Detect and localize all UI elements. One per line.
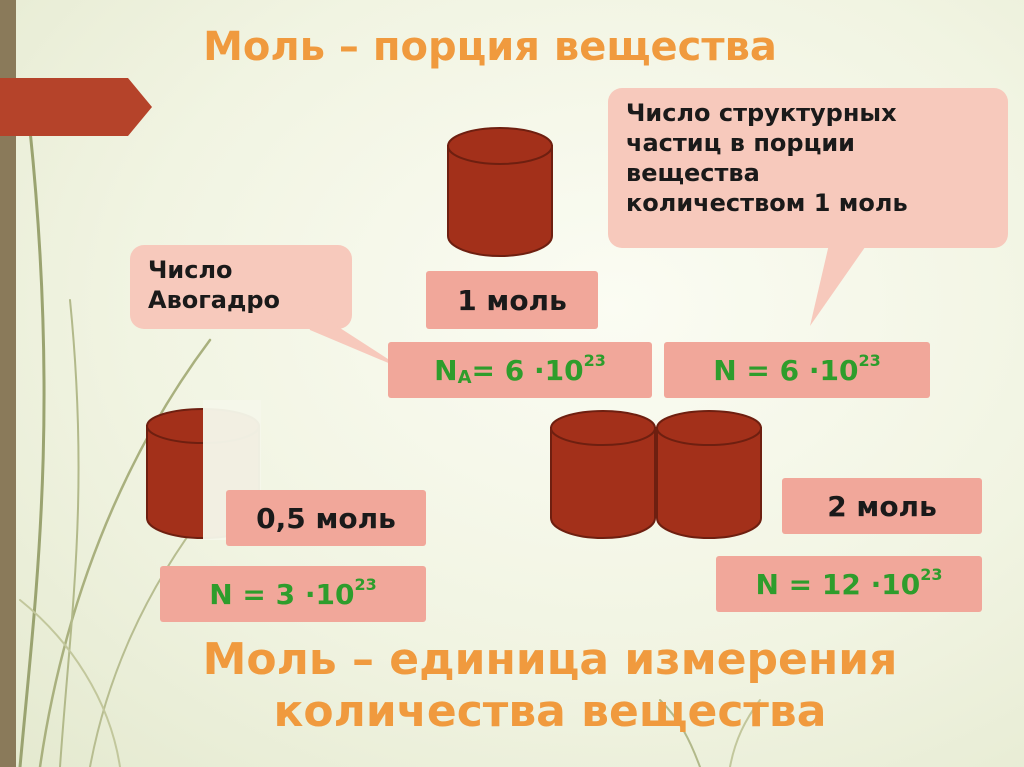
cylinder-two-mole-right-icon bbox=[656, 410, 762, 539]
formula-exponent: 23 bbox=[583, 350, 606, 370]
formula-exponent: 23 bbox=[354, 574, 377, 594]
callout-line: частиц в порции bbox=[626, 129, 855, 157]
callout-line: количеством 1 моль bbox=[626, 189, 908, 217]
label-half-mole: 0,5 моль bbox=[226, 490, 426, 546]
cylinder-two-mole-left-icon bbox=[550, 410, 656, 539]
label-one-mole: 1 моль bbox=[426, 271, 598, 329]
callout-avogadro: Число Авогадро bbox=[130, 245, 352, 329]
formula-text: N = 12 ·10 bbox=[755, 567, 921, 601]
formula-subscript: A bbox=[457, 366, 472, 388]
arrow-tab-accent bbox=[0, 78, 152, 136]
callout-line: Число bbox=[148, 256, 233, 284]
footer-line: Моль – единица измерения bbox=[202, 634, 898, 685]
formula-text: N = 3 ·10 bbox=[209, 577, 355, 611]
callout-line: Число структурных bbox=[626, 99, 897, 127]
left-accent-bar bbox=[0, 0, 16, 767]
formula-text: = 6 ·10 bbox=[471, 353, 584, 387]
footer-title: Моль – единица измерения количества веще… bbox=[160, 634, 940, 738]
page-title: Моль – порция вещества bbox=[203, 24, 777, 70]
callout-pointer bbox=[810, 240, 870, 326]
formula-exponent: 23 bbox=[858, 350, 881, 370]
label-text: 2 моль bbox=[827, 489, 937, 523]
callout-line: вещества bbox=[626, 159, 760, 187]
footer-line: количества вещества bbox=[273, 686, 827, 737]
formula-exponent: 23 bbox=[920, 564, 943, 584]
callout-line: Авогадро bbox=[148, 286, 281, 314]
label-text: 0,5 моль bbox=[256, 501, 396, 535]
label-two-mole: 2 моль bbox=[782, 478, 982, 534]
label-text: 1 моль bbox=[457, 283, 567, 317]
formula-text: N = 6 ·10 bbox=[713, 353, 859, 387]
callout-particles-definition: Число структурных частиц в порции вещест… bbox=[608, 88, 1008, 248]
formula-symbol: N bbox=[434, 353, 458, 387]
cylinder-one-mole-icon bbox=[447, 127, 553, 257]
